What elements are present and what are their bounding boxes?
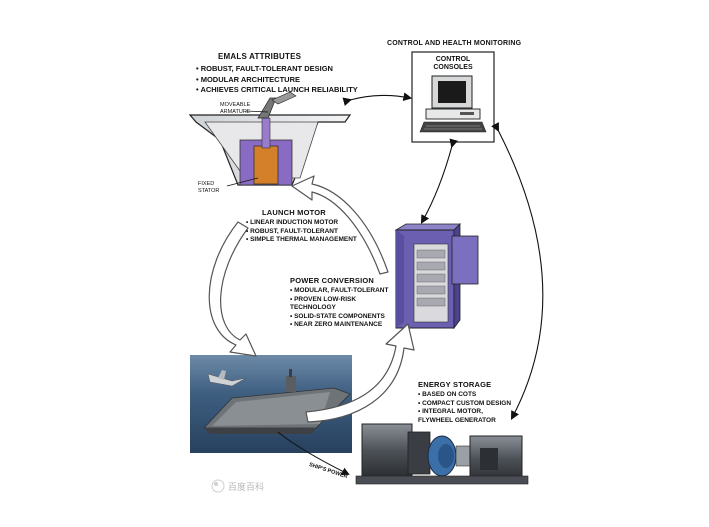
power-conversion-item: NEAR ZERO MAINTENANCE (290, 321, 388, 330)
monitoring-title: CONTROL AND HEALTH MONITORING (387, 40, 522, 47)
launch-motor-illustration (188, 91, 352, 187)
launch-motor-item: SIMPLE THERMAL MANAGEMENT (246, 236, 357, 245)
power-cabinet-illustration (394, 223, 479, 330)
emals-title: EMALS ATTRIBUTES (218, 52, 302, 61)
energy-storage-item: BASED ON COTS (418, 391, 511, 400)
launch-motor-item: ROBUST, FAULT-TOLERANT (246, 228, 357, 237)
power-conversion-item: PROVEN LOW-RISK TECHNOLOGY (290, 296, 388, 313)
fixed-stator-label: FIXED STATOR (198, 181, 220, 194)
watermark-text: 百度百科 (228, 483, 265, 493)
carrier-photo (190, 355, 352, 453)
emals-attributes-list: ROBUST, FAULT-TOLERANT DESIGN MODULAR AR… (196, 64, 358, 96)
launch-motor-item: LINEAR INDUCTION MOTOR (246, 219, 357, 228)
energy-storage-illustration (355, 423, 529, 485)
comm-arrows (342, 92, 544, 420)
power-conversion-list: MODULAR, FAULT-TOLERANT PROVEN LOW-RISK … (290, 287, 388, 330)
arrow-motor-to-carrier (208, 221, 257, 357)
arrow-carrier-to-conversion (305, 323, 415, 423)
launch-motor-title: LAUNCH MOTOR (262, 208, 326, 217)
power-conversion-item: SOLID-STATE COMPONENTS (290, 313, 388, 322)
energy-storage-item: COMPACT CUSTOM DESIGN (418, 400, 511, 409)
energy-storage-list: BASED ON COTS COMPACT CUSTOM DESIGN INTE… (418, 391, 511, 425)
watermark-logo (211, 479, 225, 493)
control-consoles-label: CONTROL CONSOLES (433, 56, 473, 71)
ship-power-line (277, 431, 350, 475)
power-conversion-item: MODULAR, FAULT-TOLERANT (290, 287, 388, 296)
moveable-armature-label: MOVEABLE ARMATURE (220, 102, 251, 115)
emals-item: ACHIEVES CRITICAL LAUNCH RELIABILITY (196, 85, 357, 96)
power-conversion-title: POWER CONVERSION (290, 276, 375, 285)
energy-storage-item: INTEGRAL MOTOR, FLYWHEEL GENERATOR (418, 408, 511, 425)
launch-motor-list: LINEAR INDUCTION MOTOR ROBUST, FAULT-TOL… (246, 219, 357, 245)
emals-item: MODULAR ARCHITECTURE (196, 75, 358, 86)
energy-storage-title: ENERGY STORAGE (418, 380, 492, 389)
flow-arrows (208, 175, 415, 423)
emals-item: ROBUST, FAULT-TOLERANT DESIGN (196, 64, 358, 75)
arrow-conversion-to-motor (291, 175, 389, 275)
control-console-illustration (411, 51, 495, 143)
